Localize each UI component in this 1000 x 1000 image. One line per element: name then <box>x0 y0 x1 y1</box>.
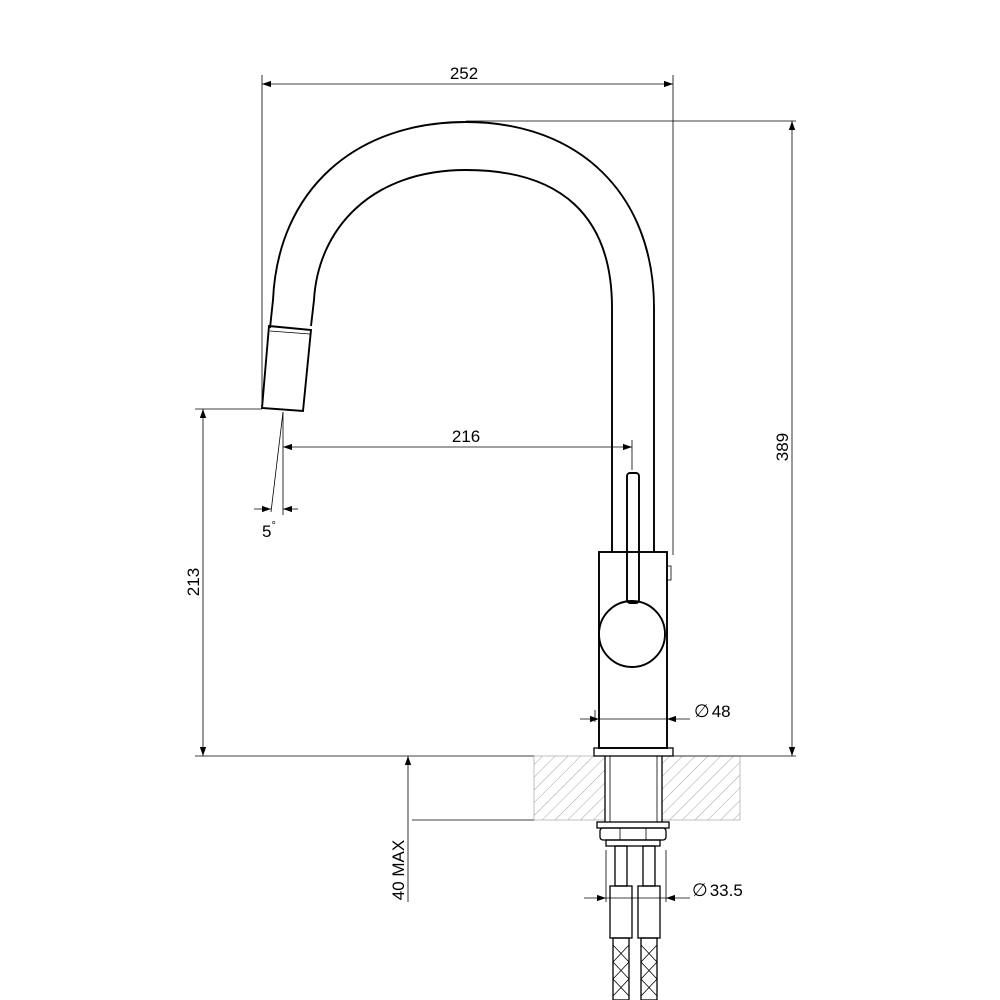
mounting-nut <box>596 821 670 847</box>
overall-width-label: 252 <box>450 64 478 83</box>
extension-lines <box>195 75 796 902</box>
diameter-icon: ∅ <box>694 701 710 721</box>
spout <box>260 121 655 552</box>
faucet-body <box>593 551 674 757</box>
lever-handle <box>598 472 666 668</box>
body-diameter-label: ∅48 <box>694 701 731 721</box>
dimension-labels: 252 216 389 213 40 MAX 5° ∅48 ∅33.5 <box>184 64 792 900</box>
outlet-angle-label: 5° <box>262 520 276 541</box>
overall-height-label: 389 <box>773 433 792 461</box>
countertop <box>533 755 741 822</box>
supply-hoses <box>609 845 661 1000</box>
spout-height-label: 213 <box>184 568 203 596</box>
spout-reach-label: 216 <box>452 427 480 446</box>
diameter-icon: ∅ <box>692 880 708 900</box>
max-deck-thickness-label: 40 MAX <box>389 840 408 900</box>
hose-diameter-label: ∅33.5 <box>692 880 743 900</box>
dimension-lines <box>199 80 796 902</box>
